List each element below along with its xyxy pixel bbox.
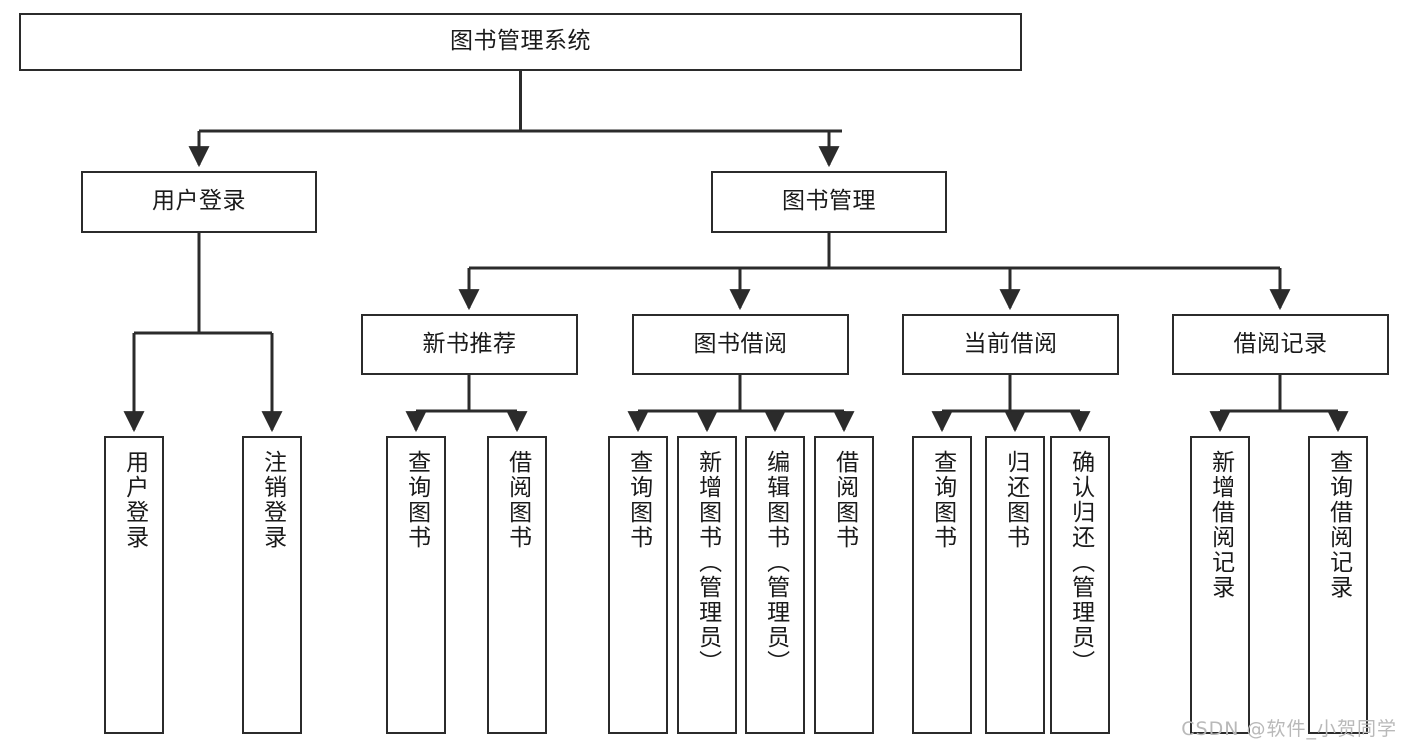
leaf-rec-query-label: 查询图书 (403, 450, 430, 550)
node-current-borrow[interactable]: 当前借阅 (902, 314, 1119, 375)
node-borrow-record[interactable]: 借阅记录 (1172, 314, 1389, 375)
leaf-rec-borrow-label: 借阅图书 (504, 450, 531, 550)
node-book-manage-label: 图书管理 (782, 188, 876, 215)
csdn-watermark: CSDN @软件_小贺同学 (1181, 718, 1397, 740)
leaf-rec-add[interactable]: 新增借阅记录 (1190, 436, 1250, 734)
leaf-rec-search[interactable]: 查询借阅记录 (1308, 436, 1368, 734)
leaf-borrow-lend-label: 借阅图书 (831, 450, 858, 550)
leaf-cur-confirm-label: 确认归还（管理员） (1067, 450, 1094, 675)
leaf-borrow-query[interactable]: 查询图书 (608, 436, 668, 734)
node-new-book-rec-label: 新书推荐 (422, 330, 517, 357)
leaf-user-logout-label: 注销登录 (259, 450, 286, 550)
leaf-cur-confirm[interactable]: 确认归还（管理员） (1050, 436, 1110, 734)
leaf-borrow-lend[interactable]: 借阅图书 (814, 436, 874, 734)
node-user-login[interactable]: 用户登录 (81, 171, 317, 233)
leaf-rec-query[interactable]: 查询图书 (386, 436, 446, 734)
node-new-book-rec[interactable]: 新书推荐 (361, 314, 578, 375)
node-book-borrow[interactable]: 图书借阅 (632, 314, 849, 375)
leaf-cur-return[interactable]: 归还图书 (985, 436, 1045, 734)
leaf-rec-borrow[interactable]: 借阅图书 (487, 436, 547, 734)
node-root[interactable]: 图书管理系统 (19, 13, 1022, 71)
node-user-login-label: 用户登录 (152, 188, 246, 215)
leaf-cur-return-label: 归还图书 (1002, 450, 1029, 550)
leaf-cur-query-label: 查询图书 (929, 450, 956, 550)
leaf-user-login-label: 用户登录 (121, 450, 148, 550)
node-current-borrow-label: 当前借阅 (963, 330, 1058, 357)
leaf-rec-search-label: 查询借阅记录 (1325, 450, 1352, 600)
node-book-borrow-label: 图书借阅 (693, 330, 788, 357)
leaf-borrow-query-label: 查询图书 (625, 450, 652, 550)
leaf-rec-add-label: 新增借阅记录 (1207, 450, 1234, 600)
node-borrow-record-label: 借阅记录 (1233, 330, 1328, 357)
leaf-cur-query[interactable]: 查询图书 (912, 436, 972, 734)
leaf-borrow-edit[interactable]: 编辑图书（管理员） (745, 436, 805, 734)
leaf-borrow-add-label: 新增图书（管理员） (694, 450, 721, 675)
leaf-borrow-add[interactable]: 新增图书（管理员） (677, 436, 737, 734)
leaf-user-login[interactable]: 用户登录 (104, 436, 164, 734)
node-root-label: 图书管理系统 (450, 28, 591, 55)
node-book-manage[interactable]: 图书管理 (711, 171, 947, 233)
leaf-user-logout[interactable]: 注销登录 (242, 436, 302, 734)
leaf-borrow-edit-label: 编辑图书（管理员） (762, 450, 789, 675)
